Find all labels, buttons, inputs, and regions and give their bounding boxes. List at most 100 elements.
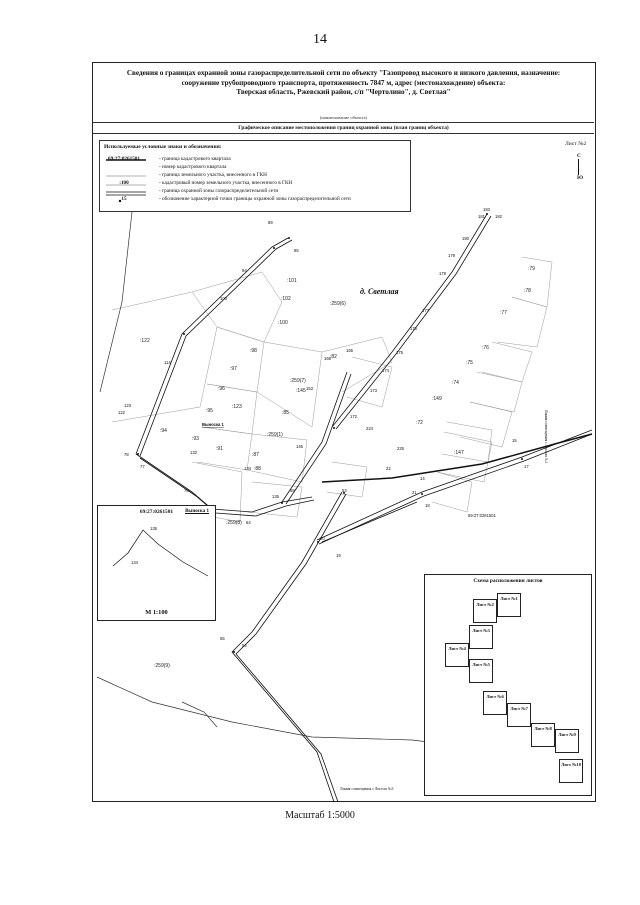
header-rule: [93, 122, 594, 123]
scheme-title: Схема расположения листов: [473, 578, 543, 584]
parcel-label: :122: [140, 338, 150, 344]
point-label: 17: [524, 464, 529, 469]
point-label: 122: [118, 410, 126, 415]
point-marks: [137, 213, 523, 653]
parcel-outlines: [111, 256, 553, 523]
point-label: 55: [220, 636, 225, 641]
point-label: 225: [397, 446, 405, 451]
point-label: 19: [336, 553, 341, 558]
legend-row-zone-border: - граница охранной зоны газораспределите…: [104, 188, 278, 194]
zone-corridor: [135, 213, 593, 802]
legend-symbols: [106, 159, 146, 203]
compass: С Ю: [577, 153, 583, 181]
parcel-label: :87: [252, 452, 259, 458]
point-label: 94: [242, 268, 247, 273]
point-label: 181: [478, 214, 486, 219]
header-line-3: Тверская область, Ржевский район, с/п "Ч…: [236, 88, 451, 96]
point-label: 173: [370, 388, 378, 393]
scheme-sheet-5: Лист №5: [469, 659, 493, 683]
header-line-2: сооружение трубопроводного транспорта, п…: [181, 78, 506, 87]
point-label: 70: [184, 488, 189, 493]
point-label: 176: [410, 326, 418, 331]
point-label: 15: [512, 438, 517, 443]
parcel-label: :93: [192, 436, 199, 442]
point-label: 77: [140, 464, 145, 469]
map-canvas: д. Светлая 69:27:0261501 :122 :102 :101 …: [96, 207, 593, 802]
inset-vynoska: 69:27:0261501 Выноска 1 135 134 М 1:100: [97, 505, 216, 621]
point-label: 172: [350, 414, 358, 419]
scheme-sheet-1: Лист №1: [497, 593, 521, 617]
point-label: 180: [462, 236, 470, 241]
legend-desc: - обозначение характерной точки границы …: [159, 196, 351, 202]
point-label: 78: [124, 452, 129, 457]
point-label: 178: [439, 271, 447, 276]
parcel-label: :72: [416, 420, 423, 426]
parcel-label: :147: [454, 450, 464, 456]
legend-desc: - граница охранной зоны газораспределите…: [159, 188, 279, 194]
title-rule: [93, 133, 594, 134]
parcel-label: :95: [206, 408, 213, 414]
point-label: 175: [396, 350, 404, 355]
point-label: 174: [382, 368, 390, 373]
legend-row-quarter-border: 69:27:0261501 - граница кадастрового ква…: [104, 156, 231, 162]
scheme-sheet-9: Лист №9: [555, 729, 579, 753]
inset-tag: Выноска 1: [185, 509, 209, 514]
sheet-label: Лист №2: [565, 141, 587, 147]
parcel-label: :85: [282, 410, 289, 416]
scheme-sheet-8: Лист №8: [531, 723, 555, 747]
parcel-label: :259(1): [267, 432, 283, 438]
point-label: 177: [422, 308, 430, 313]
parcel-label: :75: [466, 360, 473, 366]
parcel-label: :82: [330, 354, 337, 360]
parcel-label: :76: [482, 345, 489, 351]
parcel-label: :259(8): [226, 520, 242, 526]
scheme-sheet-6: Лист №6: [483, 691, 507, 715]
parcel-label: :79: [528, 266, 535, 272]
object-caption: (наименование объекта): [319, 115, 368, 120]
point-label: 123: [124, 403, 132, 408]
legend-box: Используемые условные знаки и обозначени…: [99, 140, 411, 212]
point-label: 64: [246, 520, 251, 525]
point-label: 224: [366, 426, 374, 431]
point-label: 85: [294, 248, 299, 253]
parcel-label: :91: [216, 446, 223, 452]
inset-point-label: 135: [150, 526, 158, 531]
point-label: 89: [268, 220, 273, 225]
quarter-boundary: [321, 433, 593, 483]
point-label: 165: [346, 348, 354, 353]
parcel-label: :149: [432, 396, 442, 402]
parcel-label: :94: [160, 428, 167, 434]
legend-desc: - кадастровый номер земельного участка, …: [159, 180, 293, 186]
point-label: 114: [164, 360, 171, 365]
parcel-label: :259(7): [290, 378, 306, 384]
point-label: 166: [324, 356, 332, 361]
parcel-label: :145: [296, 388, 306, 394]
legend-row-parcel-border: - граница земельного участка, внесенного…: [104, 172, 267, 178]
point-label: 183: [483, 207, 491, 212]
joint-line-label: Линия совмещения с Листом №3: [340, 787, 394, 791]
scheme-sheet-3: Лист №3: [469, 625, 493, 649]
point-label: 54: [242, 643, 247, 648]
map-sheet: Сведения о границах охранной зоны газора…: [92, 62, 596, 802]
header-line-1: Сведения о границах охранной зоны газора…: [126, 69, 561, 77]
parcel-label: :259(9): [154, 663, 170, 669]
north-arrow-icon: [578, 159, 583, 175]
parcel-label: :102: [281, 296, 291, 302]
legend-symbol-parcel: :100: [119, 180, 129, 186]
parcel-label: :100: [278, 320, 288, 326]
legend-title: Используемые условные знаки и обозначени…: [104, 144, 222, 150]
point-label: 100: [220, 296, 228, 301]
point-label: 179: [448, 253, 456, 258]
point-label: 132: [190, 450, 198, 455]
point-label: 18: [425, 503, 430, 508]
parcel-label: :74: [452, 380, 459, 386]
point-label: 20: [320, 536, 325, 541]
scheme-sheet-2: Лист №2: [473, 599, 497, 623]
inset-title: 69:27:0261501: [139, 509, 174, 515]
scale-label: Масштаб 1:5000: [285, 810, 355, 821]
parcel-label: :97: [230, 366, 237, 372]
legend-symbol-quarter: 69:27:0261501: [108, 156, 140, 162]
legend-desc: - граница земельного участка, внесенного…: [159, 172, 267, 178]
legend-symbol-point: 15: [121, 196, 127, 202]
vynoska-label: Выноска 1: [202, 422, 225, 427]
